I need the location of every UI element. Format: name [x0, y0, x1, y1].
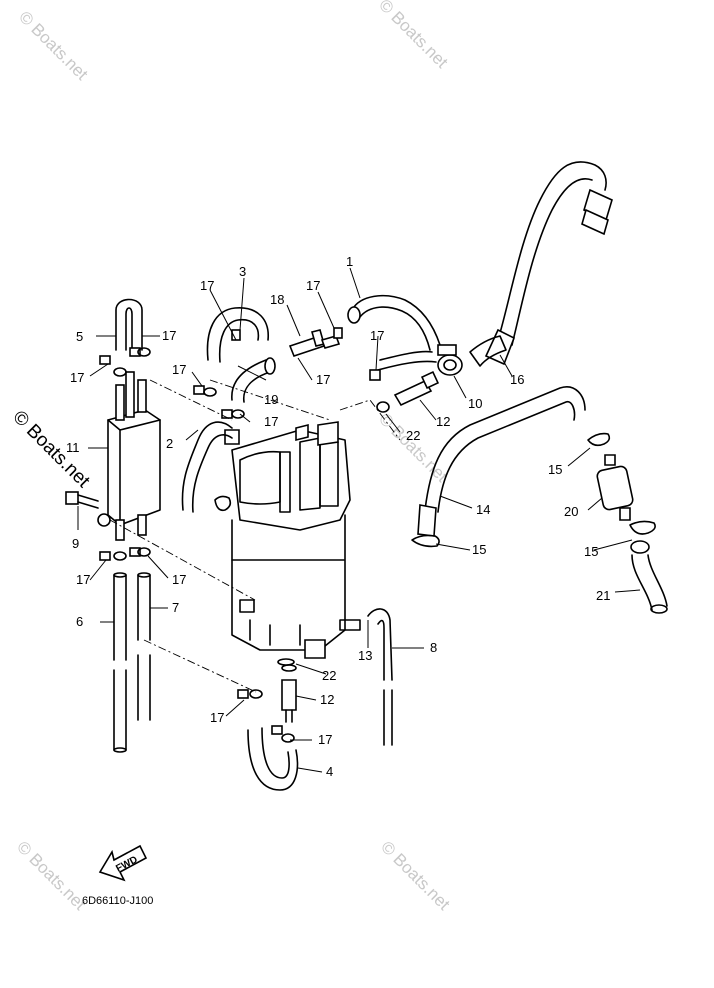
diagram-code: 6D66110-J100: [82, 895, 153, 907]
callout-11: 11: [66, 440, 80, 455]
callout-17-e: 17: [70, 370, 84, 385]
callout-9: 9: [72, 536, 79, 551]
callout-18: 18: [270, 292, 284, 307]
callout-17-j: 17: [172, 572, 186, 587]
watermark-top-right: © Boats.net: [375, 0, 452, 72]
watermark-bottom-right: © Boats.net: [377, 837, 454, 914]
callout-17-c: 17: [162, 328, 176, 343]
callout-22-lower: 22: [322, 668, 336, 683]
callout-13: 13: [358, 648, 372, 663]
callout-5: 5: [76, 329, 83, 344]
callout-17-h: 17: [264, 414, 278, 429]
joint-18: [288, 329, 341, 357]
hose-5: [115, 298, 143, 351]
callout-17-b: 17: [306, 278, 320, 293]
clamp-15-right: [629, 520, 656, 554]
callout-17-k: 17: [210, 710, 224, 725]
hose-14: [411, 386, 611, 548]
leader-lines: [77, 267, 641, 773]
watermark-bottom-left: © Boats.net: [13, 837, 90, 914]
tube-7: [137, 572, 151, 721]
watermarks: © Boats.net © Boats.net © Boats.net © Bo…: [8, 0, 453, 914]
hose-4: [247, 727, 299, 791]
hose-3: [206, 307, 269, 363]
callout-14: 14: [476, 502, 490, 517]
callout-17-a: 17: [200, 278, 214, 293]
hose-19: [231, 357, 276, 403]
callout-12-lower: 12: [320, 692, 334, 707]
callout-15-b: 15: [472, 542, 486, 557]
assembly-lines: [109, 379, 401, 693]
callout-17-d: 17: [370, 328, 384, 343]
callout-17-f: 17: [172, 362, 186, 377]
callout-17-i: 17: [76, 572, 90, 587]
callout-10: 10: [468, 396, 482, 411]
callout-1: 1: [346, 254, 353, 269]
fitting-12-upper: [376, 370, 440, 413]
hose-1: [347, 294, 441, 371]
callout-2: 2: [166, 436, 173, 451]
watermark-top-left: © Boats.net: [15, 7, 92, 84]
callout-15-a: 15: [548, 462, 562, 477]
clips-17: [99, 327, 381, 743]
callout-19: 19: [264, 392, 278, 407]
fitting-12-lower: [281, 664, 297, 723]
callout-6: 6: [76, 614, 83, 629]
callouts: 1 2 3 4 5 6 7 8 9 10 11 12 12 13 14 15 1…: [66, 254, 610, 779]
callout-3: 3: [239, 264, 246, 279]
hose-21: [631, 554, 668, 614]
tube-6: [113, 572, 127, 753]
vapor-separator-body: [214, 421, 361, 659]
callout-12-upper: 12: [436, 414, 450, 429]
callout-8: 8: [430, 640, 437, 655]
fwd-arrow-icon: FWD: [98, 844, 148, 882]
callout-16: 16: [510, 372, 524, 387]
hose-8: [367, 608, 393, 746]
bolt-9: [65, 491, 111, 527]
watermark-left-dark: © Boats.net: [8, 407, 94, 493]
clamp-10: [437, 344, 463, 376]
callout-17-g: 17: [316, 372, 330, 387]
hose-2: [181, 421, 233, 513]
component-11: [107, 371, 161, 541]
callout-21: 21: [596, 588, 610, 603]
callout-17-l: 17: [318, 732, 332, 747]
callout-15-c: 15: [584, 544, 598, 559]
callout-20: 20: [564, 504, 578, 519]
callout-22-upper: 22: [406, 428, 420, 443]
callout-4: 4: [326, 764, 333, 779]
hose-16: [469, 161, 613, 367]
callout-7: 7: [172, 600, 179, 615]
filter-20: [596, 454, 634, 521]
